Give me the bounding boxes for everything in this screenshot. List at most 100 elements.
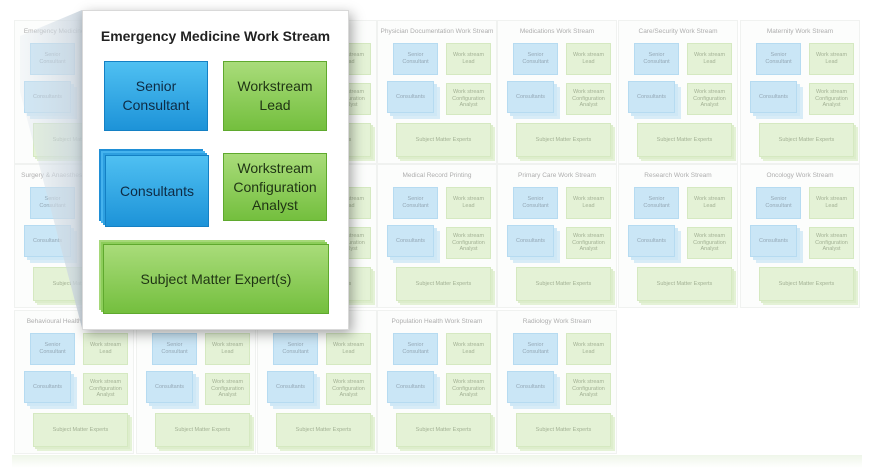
reflection bbox=[12, 455, 862, 468]
consultants-label: Consultants bbox=[758, 237, 789, 244]
subject-matter-experts-label: Subject Matter Experts bbox=[52, 426, 109, 433]
senior-consultant-box: Senior Consultant bbox=[393, 43, 438, 75]
senior-consultant-box: Senior Consultant bbox=[273, 333, 318, 365]
configuration-analyst-box: Work stream Configuration Analyst bbox=[566, 373, 611, 405]
senior-consultant-label: Senior Consultant bbox=[522, 196, 549, 209]
consultants-box: Consultants bbox=[24, 371, 71, 403]
senior-consultant-box: Senior Consultant bbox=[634, 43, 679, 75]
configuration-analyst-label: Work stream Configuration Analyst bbox=[452, 233, 485, 253]
senior-consultant-label: Senior Consultant bbox=[765, 196, 792, 209]
senior-consultant-label: Senior Consultant bbox=[643, 196, 670, 209]
workstream-lead-label: Work stream Lead bbox=[693, 52, 726, 65]
subject-matter-experts-label: Subject Matter Experts bbox=[535, 136, 592, 143]
workstream-lead-label: Work stream Lead bbox=[572, 52, 605, 65]
subject-matter-experts-label: Subject Matter Experts bbox=[778, 136, 835, 143]
workstream-lead-label: Work stream Lead bbox=[572, 196, 605, 209]
configuration-analyst-box: Work stream Configuration Analyst bbox=[205, 373, 250, 405]
consultants-label: Consultants bbox=[636, 237, 667, 244]
workstream-lead-box: Work stream Lead bbox=[809, 187, 854, 219]
workstream-card-title: Research Work Stream bbox=[644, 172, 712, 179]
workstream-card-title: Care/Security Work Stream bbox=[638, 28, 718, 35]
subject-matter-experts-box: Subject Matter Experts bbox=[155, 413, 250, 447]
workstream-lead-label: Work stream Lead bbox=[332, 342, 365, 355]
consultants-label: Consultants bbox=[515, 383, 546, 390]
senior-consultant-box: Senior Consultant bbox=[634, 187, 679, 219]
workstream-lead-label: Work stream Lead bbox=[452, 196, 485, 209]
consultants-box: Consultants bbox=[387, 81, 434, 113]
workstream-card-title: Oncology Work Stream bbox=[766, 172, 834, 179]
workstream-lead-label: Workstream Lead bbox=[237, 78, 313, 113]
consultants-box: Consultants bbox=[628, 225, 675, 257]
configuration-analyst-box: Work stream Configuration Analyst bbox=[446, 83, 491, 115]
workstream-lead-box: Work stream Lead bbox=[566, 43, 611, 75]
senior-consultant-label: Senior Consultant bbox=[522, 52, 549, 65]
workstream-lead-label: Work stream Lead bbox=[452, 52, 485, 65]
subject-matter-experts-box: Subject Matter Experts bbox=[759, 267, 854, 301]
subject-matter-experts-label: Subject Matter Experts bbox=[174, 426, 231, 433]
senior-consultant-label: Senior Consultant bbox=[161, 342, 188, 355]
configuration-analyst-box: Work stream Configuration Analyst bbox=[83, 373, 128, 405]
senior-consultant-label: Senior Consultant bbox=[282, 342, 309, 355]
subject-matter-experts-label: Subject Matter Experts bbox=[656, 280, 713, 287]
consultants-box: Consultants bbox=[146, 371, 193, 403]
senior-consultant-label: Senior Consultant bbox=[765, 52, 792, 65]
configuration-analyst-label: Work stream Configuration Analyst bbox=[332, 379, 365, 399]
subject-matter-experts-box: Subject Matter Experts bbox=[396, 413, 491, 447]
senior-consultant-label: Senior Consultant bbox=[402, 342, 429, 355]
senior-consultant-label: Senior Consultant bbox=[643, 52, 670, 65]
workstream-card-title: Radiology Work Stream bbox=[522, 318, 592, 325]
subject-matter-experts-box: Subject Matter Experts bbox=[637, 123, 732, 157]
senior-consultant-box: Senior Consultant bbox=[152, 333, 197, 365]
consultants-label: Consultants bbox=[515, 93, 546, 100]
subject-matter-experts-label: Subject Matter Experts bbox=[535, 280, 592, 287]
senior-consultant-box: Senior Consultant bbox=[513, 43, 558, 75]
configuration-analyst-label: Work stream Configuration Analyst bbox=[452, 379, 485, 399]
workstream-lead-box: Workstream Lead bbox=[223, 61, 327, 131]
consultants-label: Consultants bbox=[758, 93, 789, 100]
senior-consultant-label: Senior Consultant bbox=[402, 196, 429, 209]
consultants-box: Consultants bbox=[387, 371, 434, 403]
configuration-analyst-box: Work stream Configuration Analyst bbox=[809, 227, 854, 259]
subject-matter-experts-label: Subject Matter Experts bbox=[295, 426, 352, 433]
workstream-lead-box: Work stream Lead bbox=[566, 187, 611, 219]
workstream-lead-box: Work stream Lead bbox=[446, 43, 491, 75]
subject-matter-experts-label: Subject Matter Experts bbox=[415, 280, 472, 287]
workstream-lead-box: Work stream Lead bbox=[205, 333, 250, 365]
senior-consultant-label: Senior Consultant bbox=[39, 342, 66, 355]
configuration-analyst-label: Work stream Configuration Analyst bbox=[89, 379, 122, 399]
configuration-analyst-label: Work stream Configuration Analyst bbox=[211, 379, 244, 399]
configuration-analyst-label: Work stream Configuration Analyst bbox=[452, 89, 485, 109]
consultants-label: Consultants bbox=[395, 93, 426, 100]
senior-consultant-box: Senior Consultant bbox=[756, 43, 801, 75]
subject-matter-experts-box: Subject Matter Experts bbox=[33, 413, 128, 447]
senior-consultant-box: Senior Consultant bbox=[30, 333, 75, 365]
configuration-analyst-box: Work stream Configuration Analyst bbox=[446, 373, 491, 405]
configuration-analyst-label: Work stream Configuration Analyst bbox=[693, 233, 726, 253]
consultants-box: Consultants bbox=[105, 155, 209, 227]
subject-matter-experts-label: Subject Matter Experts bbox=[778, 280, 835, 287]
workstream-lead-label: Work stream Lead bbox=[572, 342, 605, 355]
configuration-analyst-box: Work stream Configuration Analyst bbox=[566, 227, 611, 259]
consultants-label: Consultants bbox=[636, 93, 667, 100]
subject-matter-experts-label: Subject Matter Expert(s) bbox=[140, 270, 292, 287]
senior-consultant-box: Senior Consultant bbox=[393, 187, 438, 219]
workstream-lead-box: Work stream Lead bbox=[809, 43, 854, 75]
subject-matter-experts-box: Subject Matter Experts bbox=[759, 123, 854, 157]
subject-matter-experts-box: Subject Matter Expert(s) bbox=[103, 244, 329, 314]
workstream-card-title: Physician Documentation Work Stream bbox=[380, 28, 494, 35]
subject-matter-experts-label: Subject Matter Experts bbox=[415, 136, 472, 143]
senior-consultant-box: Senior Consultant bbox=[513, 333, 558, 365]
consultants-label: Consultants bbox=[395, 383, 426, 390]
subject-matter-experts-box: Subject Matter Experts bbox=[396, 123, 491, 157]
senior-consultant-box: Senior Consultant bbox=[393, 333, 438, 365]
workstream-lead-label: Work stream Lead bbox=[452, 342, 485, 355]
